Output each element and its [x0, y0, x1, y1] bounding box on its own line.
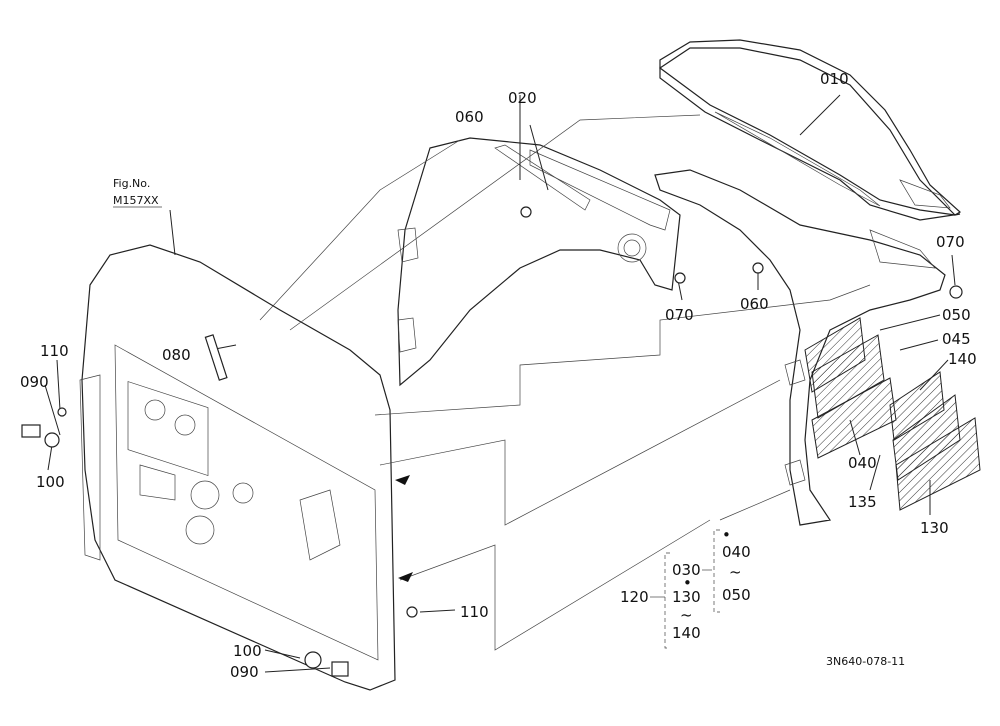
leader-lines: [44, 94, 956, 673]
callout-070-right: 070: [936, 233, 965, 251]
callout-050: 050: [942, 306, 971, 324]
side-cover-part: [397, 137, 681, 387]
right-cover-part: [654, 169, 946, 526]
callout-045: 045: [942, 330, 971, 348]
fig-code: M157XX: [113, 194, 159, 207]
fig-label: Fig.No.: [113, 177, 150, 190]
callout-020: 020: [508, 89, 537, 107]
legend-tilde-a: ~: [680, 606, 693, 624]
callout-090-left: 090: [20, 373, 49, 391]
legend-130: 130: [672, 588, 701, 606]
callout-040: 040: [848, 454, 877, 472]
legend-tilde-b: ~: [729, 563, 742, 581]
group-legend: 120 030 • 130 ~ 140 • 040 ~ 050: [620, 526, 751, 649]
legend-030: 030: [672, 561, 701, 579]
legend-dot-a: •: [683, 574, 692, 592]
callout-100-bottom: 100: [233, 642, 262, 660]
legend-040: 040: [722, 543, 751, 561]
fasteners: [21, 206, 963, 677]
callout-070-left: 070: [665, 306, 694, 324]
callout-010: 010: [820, 70, 849, 88]
legend-050: 050: [722, 586, 751, 604]
top-cover-part: [659, 39, 962, 221]
legend-dot-b: •: [722, 526, 731, 544]
front-panel-part: [79, 244, 396, 691]
legend-140: 140: [672, 624, 701, 642]
callout-110-left: 110: [40, 342, 69, 360]
decal-group: [804, 317, 981, 511]
callout-130: 130: [920, 519, 949, 537]
legend-120: 120: [620, 588, 649, 606]
callout-060-top: 060: [455, 108, 484, 126]
callout-080: 080: [162, 346, 191, 364]
decal-130: [895, 417, 981, 511]
callout-100-left: 100: [36, 473, 65, 491]
callout-135: 135: [848, 493, 877, 511]
callout-110-bottom: 110: [460, 603, 489, 621]
callout-090-bottom: 090: [230, 663, 259, 681]
drawing-id: 3N640-078-11: [826, 655, 905, 668]
callout-060-right: 060: [740, 295, 769, 313]
callout-140: 140: [948, 350, 977, 368]
decal-045: [811, 334, 885, 419]
